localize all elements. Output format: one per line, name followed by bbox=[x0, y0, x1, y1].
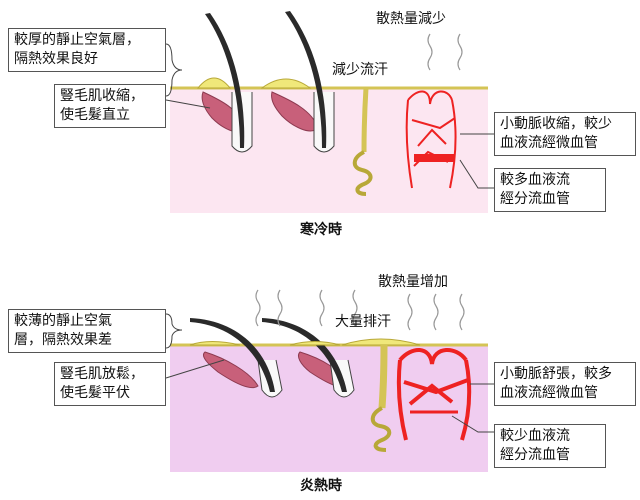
cold-insulation-label: 較厚的靜止空氣層， 隔熱效果良好 bbox=[8, 28, 166, 72]
hot-leader-lines bbox=[165, 313, 494, 433]
hot-air-blob-3 bbox=[341, 338, 421, 346]
cold-hair-label: 豎毛肌收縮， 使毛髮直立 bbox=[54, 84, 166, 128]
cold-hair-1 bbox=[205, 13, 245, 148]
hot-capillaries bbox=[396, 348, 472, 441]
hot-panel bbox=[165, 289, 494, 472]
cold-panel bbox=[165, 11, 494, 213]
cold-arteriole-label: 小動脈收縮，較少 血液流經微血管 bbox=[494, 112, 636, 156]
cold-leader-lines bbox=[165, 43, 494, 189]
cold-heat-waves bbox=[427, 33, 463, 71]
hot-hair-label: 豎毛肌放鬆， 使毛髮平伏 bbox=[54, 362, 166, 406]
cold-blood-label: 較多血液流 經分流血管 bbox=[494, 168, 606, 212]
hot-air-blob-2 bbox=[289, 341, 341, 346]
cold-hair-2 bbox=[285, 11, 327, 148]
cold-capillaries bbox=[405, 90, 457, 189]
hot-hair-2 bbox=[262, 318, 347, 392]
cold-air-blob-1 bbox=[196, 77, 232, 89]
hot-blood-label: 較少血液流 經分流血管 bbox=[494, 424, 606, 468]
cold-heat-loss-label: 散熱量減少 bbox=[376, 11, 446, 27]
cold-caption: 寒冷時 bbox=[300, 222, 342, 238]
cold-arrector-muscle-2 bbox=[271, 91, 319, 132]
hot-sweat-label: 大量排汗 bbox=[335, 314, 391, 330]
hot-arteriole-label: 小動脈舒張，較多 血液流經微血管 bbox=[494, 362, 636, 406]
hot-arrector-muscle-1 bbox=[203, 351, 259, 388]
hot-sweat-gland bbox=[370, 406, 392, 452]
hot-heat-waves bbox=[255, 289, 465, 331]
hot-air-blob-1 bbox=[189, 341, 241, 346]
cold-air-blob-2 bbox=[260, 78, 312, 89]
cold-sweat-gland bbox=[352, 150, 373, 196]
hot-insulation-label: 較薄的靜止空氣 層，隔熱效果差 bbox=[8, 309, 166, 353]
cold-sweat-label: 減少流汗 bbox=[332, 62, 388, 78]
hot-heat-loss-label: 散熱量增加 bbox=[378, 274, 448, 290]
cold-shunt-vessel bbox=[414, 154, 454, 162]
hot-caption: 炎熱時 bbox=[300, 478, 342, 494]
cold-sweat-duct bbox=[361, 87, 369, 153]
hot-sweat-duct bbox=[378, 344, 388, 409]
hot-hair-1 bbox=[190, 318, 275, 392]
